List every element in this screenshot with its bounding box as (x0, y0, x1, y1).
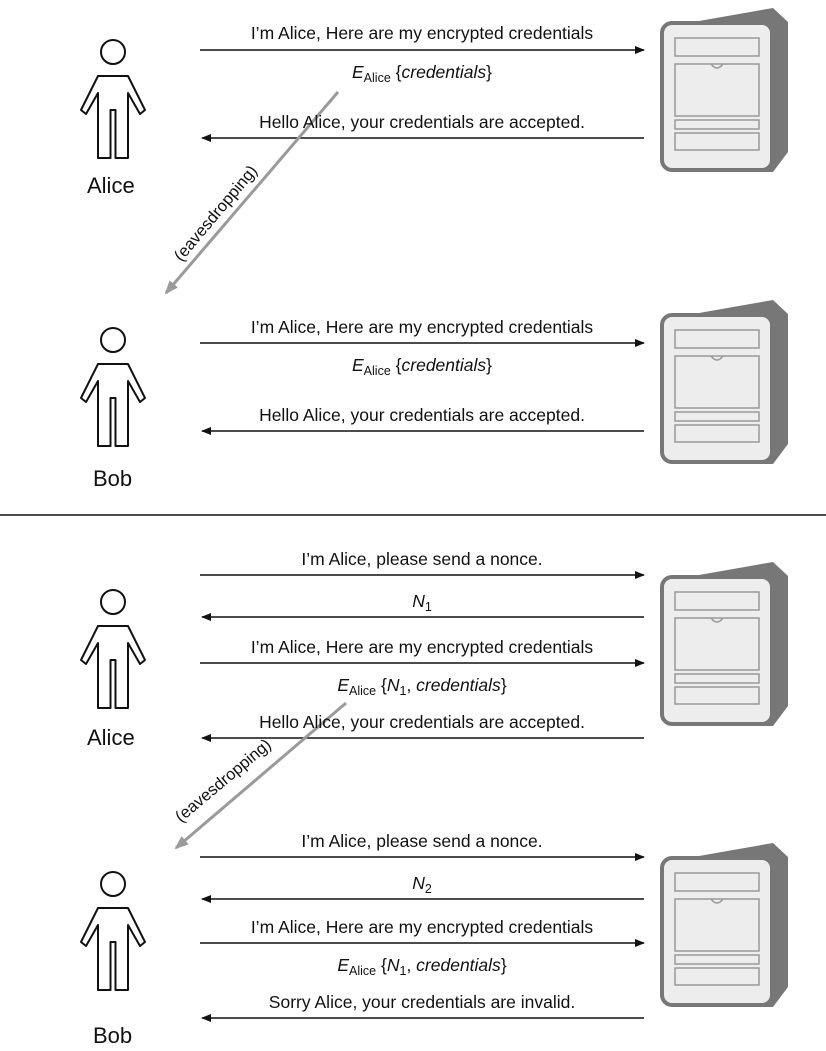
alice-person-icon (80, 589, 146, 709)
eavesdropping-arrow (174, 701, 347, 850)
server-icon (660, 8, 790, 173)
bob-person-icon (80, 871, 146, 991)
request-message: I’m Alice, Here are my encrypted credent… (250, 23, 594, 43)
ciphertext-label: EAlice {N1, credentials} (337, 955, 507, 978)
request-message: I’m Alice, Here are my encrypted credent… (250, 917, 594, 937)
bob-label: Bob (93, 1023, 133, 1048)
eavesdropping-arrow (164, 91, 340, 295)
ciphertext-label: EAlice {credentials} (351, 62, 493, 85)
ciphertext-label: EAlice {N1, credentials} (337, 675, 507, 698)
nonce-request-message: I’m Alice, please send a nonce. (301, 549, 543, 569)
response-message: Sorry Alice, your credentials are invali… (268, 992, 576, 1012)
nonce-request-message: I’m Alice, please send a nonce. (301, 831, 543, 851)
response-message: Hello Alice, your credentials are accept… (259, 112, 585, 132)
request-message: I’m Alice, Here are my encrypted credent… (250, 317, 594, 337)
alice-person-icon (80, 39, 146, 159)
alice-label: Alice (87, 725, 135, 750)
server-icon (660, 843, 790, 1008)
bob-person-icon (80, 327, 146, 447)
response-message: Hello Alice, your credentials are accept… (259, 712, 585, 732)
alice-label: Alice (87, 173, 135, 198)
ciphertext-label: EAlice {credentials} (351, 355, 493, 378)
server-icon (660, 562, 790, 727)
nonce-label: N2 (412, 873, 432, 896)
response-message: Hello Alice, your credentials are accept… (259, 405, 585, 425)
bob-label: Bob (93, 466, 133, 491)
server-icon (660, 300, 790, 465)
request-message: I’m Alice, Here are my encrypted credent… (250, 637, 594, 657)
nonce-label: N1 (412, 591, 432, 614)
